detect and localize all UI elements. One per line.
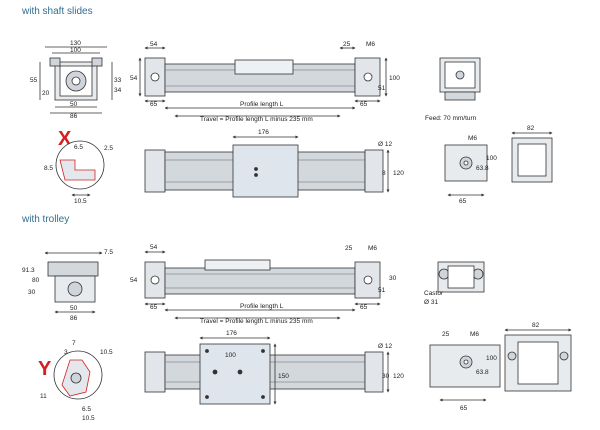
- detail-y-label: Y: [38, 358, 52, 380]
- dim-150: 150: [278, 373, 289, 380]
- detail-x-view: [55, 140, 105, 197]
- label-profile-length: Profile length L: [240, 101, 284, 108]
- dim-100-trolley-right: 100: [486, 355, 497, 362]
- end-view-trolley: [437, 261, 485, 293]
- cross-section-trolley: [44, 251, 103, 314]
- dim-10-5-y: 10.5: [82, 415, 95, 422]
- dim-86: 86: [70, 113, 78, 120]
- dim-100-trolley-plate: 100: [225, 352, 236, 359]
- section-title-shaft: with shaft slides: [22, 6, 93, 17]
- dim-20: 20: [42, 90, 50, 97]
- dim-54-top: 54: [150, 41, 158, 48]
- dim-86-trolley: 86: [70, 315, 78, 322]
- dim-65-trolley-bot: 65: [460, 405, 468, 412]
- dim-100-right: 100: [486, 155, 497, 162]
- dim-80: 80: [32, 277, 40, 284]
- dim-82-trolley: 82: [532, 322, 540, 329]
- label-travel-trolley: Travel = Profile length L minus 235 mm: [200, 318, 313, 325]
- pin-dia-trolley: Ø 12: [378, 343, 392, 350]
- label-m6: M6: [366, 41, 375, 48]
- dim-120-trolley: 120: [393, 373, 404, 380]
- dim-25: 25: [343, 41, 351, 48]
- dim-65-trolley-right: 65: [360, 304, 368, 311]
- top-view-trolley: [144, 336, 390, 405]
- dim-90-trolley: 30: [389, 275, 397, 282]
- label-profile-length-trolley: Profile length L: [240, 303, 284, 310]
- dim-11-y: 11: [40, 393, 47, 400]
- dim-82-top: 82: [527, 125, 535, 132]
- dim-100-side: 100: [389, 75, 400, 82]
- dim-30-trolley: 30: [382, 373, 390, 380]
- dim-10-5-y-top: 10.5: [100, 349, 113, 356]
- dim-120: 120: [393, 170, 404, 177]
- dim-2-5-x: 2.5: [104, 145, 113, 152]
- dim-3-y: 3: [64, 349, 68, 356]
- dim-65-right: 65: [360, 101, 368, 108]
- side-view-shaft: [138, 46, 388, 118]
- dim-176-top: 176: [258, 129, 269, 136]
- dim-130: 130: [70, 40, 81, 47]
- dim-63-8-top: 63.8: [476, 165, 489, 172]
- detail-y-view: [53, 350, 103, 400]
- dim-65-right-bot: 65: [459, 198, 467, 205]
- dim-33: 33: [114, 77, 122, 84]
- dim-65-trolley-left: 65: [150, 304, 158, 311]
- dim-54-side: 54: [130, 75, 138, 82]
- label-castor: Castor: [424, 290, 444, 297]
- dim-54-trolley-top: 54: [150, 244, 158, 251]
- dim-50-trolley: 50: [70, 305, 78, 312]
- cross-section-shaft: [39, 46, 113, 114]
- dim-6-5-x: 6.5: [74, 144, 83, 151]
- pin-dia-top: Ø 12: [378, 141, 392, 148]
- top-view-shaft: [144, 135, 390, 198]
- section-title-trolley: with trolley: [22, 214, 70, 225]
- dim-7-y: 7: [72, 340, 76, 347]
- dim-91-3: 91.3: [22, 267, 35, 274]
- dim-7-5: 7.5: [104, 249, 113, 256]
- dim-34: 34: [114, 87, 122, 94]
- dim-63-8-trolley: 63.8: [476, 369, 489, 376]
- label-travel: Travel = Profile length L minus 235 mm: [200, 116, 313, 123]
- dim-54-trolley-side: 54: [130, 277, 138, 284]
- dim-50: 50: [70, 101, 78, 108]
- dim-30-left: 30: [28, 289, 36, 296]
- dim-25-trolley: 25: [345, 245, 353, 252]
- dim-100: 100: [70, 47, 81, 54]
- side-view-trolley: [144, 250, 381, 320]
- dim-51: 51: [378, 85, 386, 92]
- end-view-trolley-detail: [429, 328, 572, 402]
- label-feed: Feed: 70 mm/turn: [425, 115, 477, 122]
- dim-6-5-y: 6.5: [82, 406, 91, 413]
- dim-8-5-x: 8.5: [44, 165, 53, 172]
- dim-176-trolley: 176: [226, 330, 237, 337]
- end-view-shaft: [439, 57, 481, 101]
- dim-10-5-x: 10.5: [74, 198, 87, 205]
- dim-55: 55: [30, 77, 38, 84]
- dim-8: 8: [382, 170, 386, 177]
- label-m6-trolley: M6: [368, 245, 377, 252]
- end-view-shaft-detail: [444, 131, 553, 197]
- label-m6-trolley-right: M6: [470, 331, 479, 338]
- label-castor-dia: Ø 31: [424, 299, 438, 306]
- dim-65-left: 65: [150, 101, 158, 108]
- label-m6-right: M6: [468, 135, 477, 142]
- dim-51-trolley: 51: [378, 287, 386, 294]
- dim-25-trolley-right: 25: [442, 331, 450, 338]
